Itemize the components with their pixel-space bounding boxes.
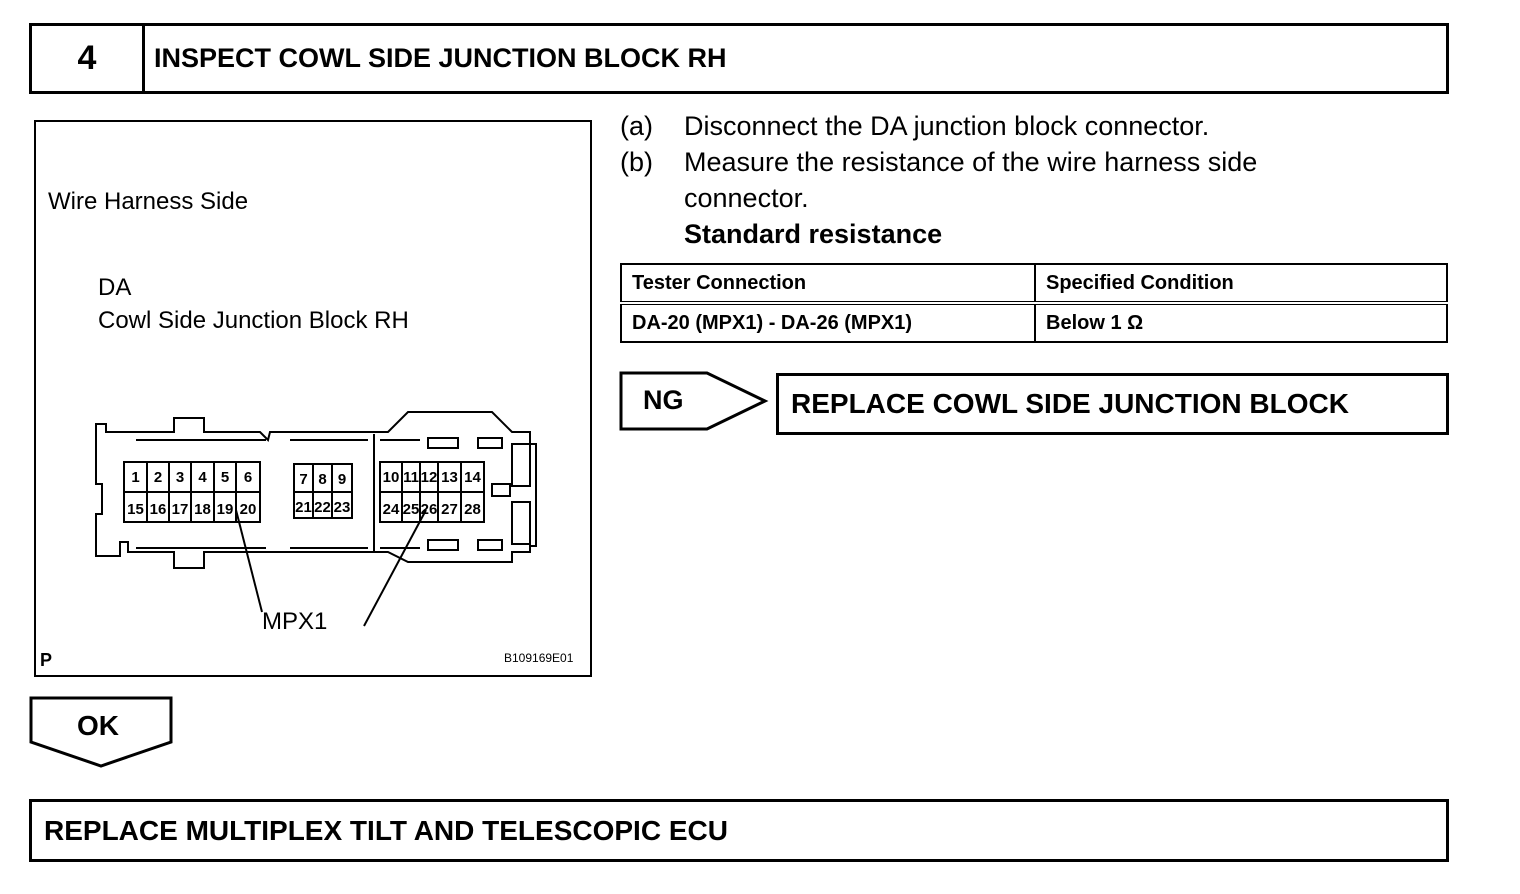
- pin-label-18: 18: [194, 501, 211, 518]
- pin-label-23: 23: [334, 499, 351, 516]
- pin-label-17: 17: [172, 501, 189, 518]
- instruction-b-line2: connector.: [684, 183, 809, 213]
- ok-label: OK: [77, 710, 119, 741]
- pin-label-19: 19: [217, 501, 234, 518]
- table-cell: DA-20 (MPX1) - DA-26 (MPX1): [620, 302, 1036, 343]
- instruction-b-line1: Measure the resistance of the wire harne…: [684, 147, 1258, 177]
- pin-label-6: 6: [244, 469, 252, 486]
- ok-result-box: REPLACE MULTIPLEX TILT AND TELESCOPIC EC…: [29, 799, 1449, 862]
- pin-label-15: 15: [127, 501, 144, 518]
- leader-line-20: [235, 509, 263, 613]
- leader-line-26: [363, 509, 427, 627]
- ng-arrow: NG: [619, 371, 769, 431]
- pin-label-27: 27: [441, 501, 458, 518]
- pin-label-9: 9: [338, 471, 346, 488]
- ng-label: NG: [643, 385, 684, 415]
- spec-table: Tester Connection Specified Condition DA…: [620, 263, 1448, 343]
- pin-label-7: 7: [299, 471, 307, 488]
- standard-resistance-label: Standard resistance: [684, 219, 943, 249]
- pin-label-16: 16: [150, 501, 167, 518]
- table-header-cell: Specified Condition: [1034, 263, 1448, 305]
- pin-label-8: 8: [318, 471, 326, 488]
- table-cell: Below 1 Ω: [1034, 302, 1448, 343]
- pin-label-1: 1: [131, 469, 139, 486]
- pin-label-12: 12: [421, 469, 438, 486]
- pin-label-20: 20: [240, 501, 257, 518]
- step-title: INSPECT COWL SIDE JUNCTION BLOCK RH: [154, 43, 727, 73]
- pin-label-21: 21: [295, 499, 312, 516]
- pin-label-11: 11: [403, 469, 419, 486]
- instruction-a: (a) Disconnect the DA junction block con…: [620, 108, 1257, 144]
- connector-name-label: Cowl Side Junction Block RH: [98, 307, 409, 334]
- table-header-row: Tester Connection Specified Condition: [620, 263, 1448, 305]
- harness-side-label: Wire Harness Side: [48, 188, 249, 215]
- corner-mark: P: [40, 650, 53, 670]
- mpx1-callout: MPX1: [262, 608, 328, 635]
- pin-label-3: 3: [176, 469, 184, 486]
- connector-figure: Wire Harness Side DA Cowl Side Junction …: [34, 120, 592, 677]
- pin-label-2: 2: [154, 469, 162, 486]
- instruction-a-letter: (a): [620, 111, 653, 141]
- figure-id: B109169E01: [504, 651, 574, 665]
- table-row: DA-20 (MPX1) - DA-26 (MPX1) Below 1 Ω: [620, 302, 1448, 343]
- pin-label-26: 26: [421, 501, 438, 518]
- step-header: 4 INSPECT COWL SIDE JUNCTION BLOCK RH: [29, 23, 1449, 94]
- connector-code-label: DA: [98, 274, 132, 301]
- pin-label-25: 25: [403, 501, 420, 518]
- instruction-b-letter: (b): [620, 147, 653, 177]
- ng-result-box: REPLACE COWL SIDE JUNCTION BLOCK: [776, 373, 1449, 435]
- pin-label-4: 4: [198, 469, 207, 486]
- pin-label-5: 5: [221, 469, 229, 486]
- pin-label-14: 14: [464, 469, 481, 486]
- instruction-b: (b) Measure the resistance of the wire h…: [620, 144, 1257, 252]
- pin-dividers: [146, 462, 462, 522]
- table-header-cell: Tester Connection: [620, 263, 1036, 305]
- pin-label-10: 10: [383, 469, 400, 486]
- ok-arrow: OK: [29, 696, 173, 768]
- pin-label-28: 28: [464, 501, 481, 518]
- instructions: (a) Disconnect the DA junction block con…: [620, 108, 1257, 252]
- pin-label-13: 13: [441, 469, 458, 486]
- pin-label-24: 24: [383, 501, 400, 518]
- connector-housing: [95, 411, 537, 569]
- instruction-a-text: Disconnect the DA junction block connect…: [684, 111, 1210, 141]
- step-number: 4: [32, 26, 145, 91]
- pin-label-22: 22: [314, 499, 331, 516]
